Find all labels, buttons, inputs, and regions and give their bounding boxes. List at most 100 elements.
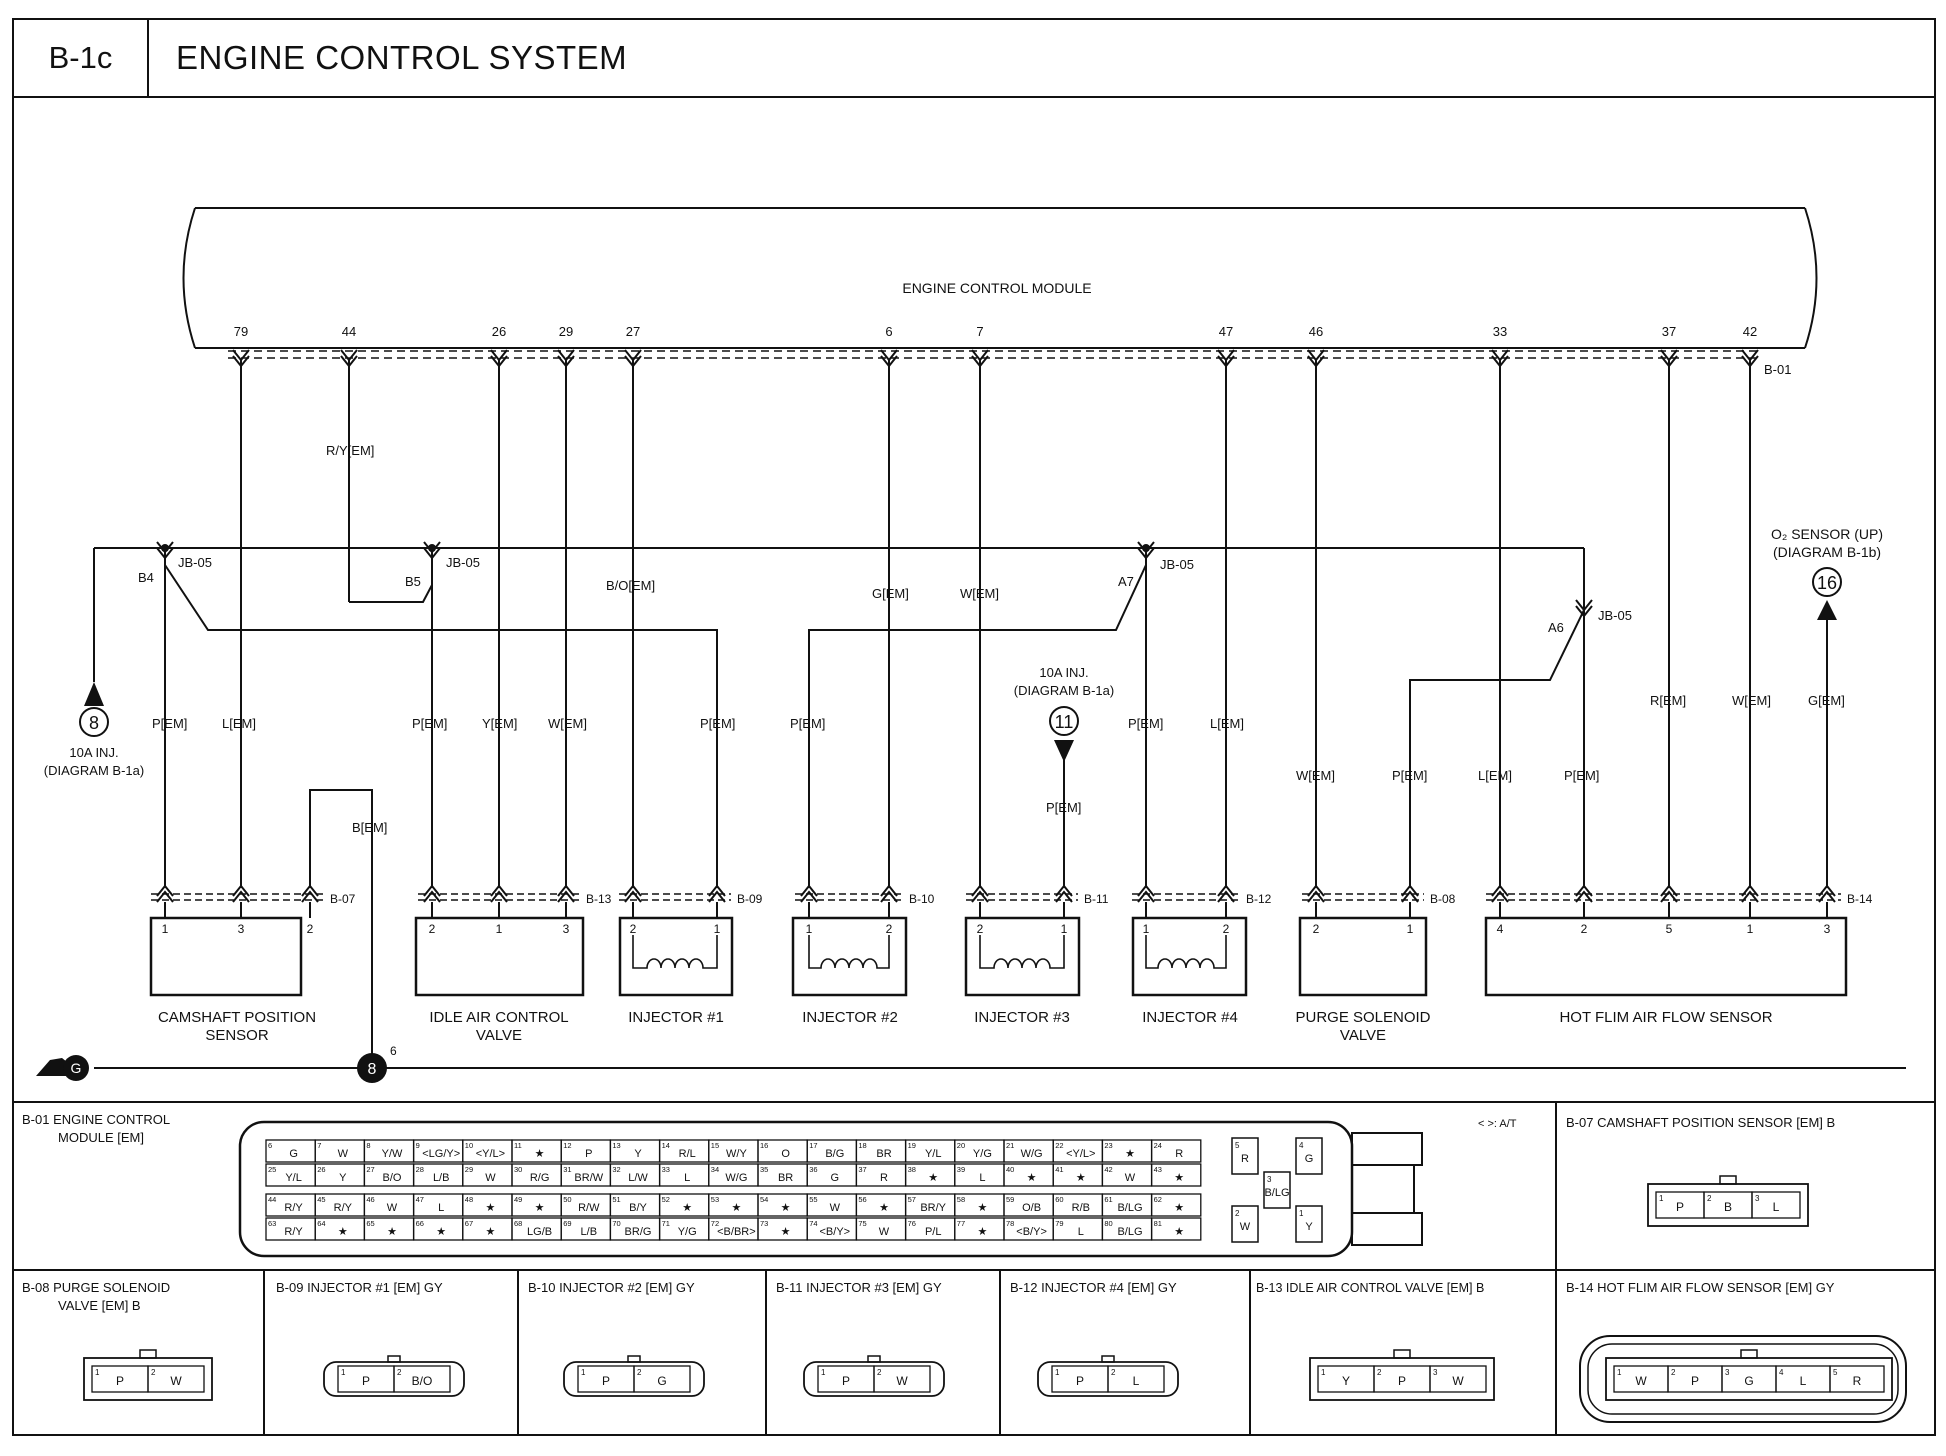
wire-label: W[EM] xyxy=(1732,693,1771,708)
pin-number: 53 xyxy=(711,1195,719,1204)
pin-number: 8 xyxy=(366,1141,370,1150)
ecm-pin-number: 44 xyxy=(342,324,356,339)
pin-number: 31 xyxy=(563,1165,571,1174)
pin-color: Y xyxy=(339,1172,347,1184)
pin-number: 75 xyxy=(858,1219,866,1228)
pin-number: 4 xyxy=(1299,1141,1304,1150)
pin-color: LG/B xyxy=(527,1226,552,1238)
pin-number: 79 xyxy=(1055,1219,1063,1228)
ecm-pin-number: 42 xyxy=(1743,324,1757,339)
pin-color: ★ xyxy=(1076,1172,1086,1184)
pin-color: ★ xyxy=(485,1226,495,1238)
pin-color: ★ xyxy=(781,1202,791,1214)
wire-label: G[EM] xyxy=(872,586,909,601)
legend-title: B-01 ENGINE CONTROL xyxy=(22,1112,170,1127)
pin-color: <B/Y> xyxy=(820,1226,851,1238)
pin-number: 69 xyxy=(563,1219,571,1228)
junction-label: JB-05 xyxy=(1598,608,1632,623)
pin-number: 2 xyxy=(1377,1368,1382,1377)
pin-color: B xyxy=(1724,1200,1732,1214)
pin-number: 7 xyxy=(317,1141,321,1150)
pin-color: L xyxy=(1078,1226,1084,1238)
wire-label: R[EM] xyxy=(1650,693,1686,708)
pin-number: 35 xyxy=(760,1165,768,1174)
pin-color: <B/BR> xyxy=(717,1226,756,1238)
pin-color: BR/Y xyxy=(920,1202,946,1214)
component-label: VALVE xyxy=(1340,1027,1386,1044)
component-pin: 3 xyxy=(238,922,245,936)
pin-color: <B/Y> xyxy=(1016,1226,1047,1238)
pin-number: 3 xyxy=(1725,1368,1730,1377)
pin-number: 60 xyxy=(1055,1195,1063,1204)
wire-label: P[EM] xyxy=(1392,768,1427,783)
title-bar: B-1c ENGINE CONTROL SYSTEM xyxy=(14,20,1934,98)
pin-number: 30 xyxy=(514,1165,522,1174)
legend-title: B-08 PURGE SOLENOID xyxy=(22,1280,170,1295)
svg-text:(DIAGRAM B-1a): (DIAGRAM B-1a) xyxy=(44,763,144,778)
pin-number: 68 xyxy=(514,1219,522,1228)
legend-title: VALVE [EM] B xyxy=(58,1298,141,1313)
pin-color: G xyxy=(1744,1374,1753,1388)
junction-label: A7 xyxy=(1118,574,1134,589)
pin-color: Y/G xyxy=(973,1148,992,1160)
pin-color: L xyxy=(979,1172,985,1184)
wire-label: L[EM] xyxy=(1210,716,1244,731)
pin-number: 9 xyxy=(416,1141,420,1150)
pin-color: P xyxy=(585,1148,592,1160)
diagram-frame: B-1c ENGINE CONTROL SYSTEM xyxy=(12,18,1936,1436)
ecm-pin-number: 46 xyxy=(1309,324,1323,339)
pin-number: 32 xyxy=(612,1165,620,1174)
wire-label: W[EM] xyxy=(1296,768,1335,783)
legend-note: < >: A/T xyxy=(1478,1118,1517,1130)
component-pin: 2 xyxy=(429,922,436,936)
pin-color: <Y/L> xyxy=(476,1148,505,1160)
pin-color: L xyxy=(1800,1374,1807,1388)
pin-color: W xyxy=(1635,1374,1647,1388)
pin-color: ★ xyxy=(977,1202,987,1214)
legend-title: B-09 INJECTOR #1 [EM] GY xyxy=(276,1280,443,1295)
component-label: INJECTOR #3 xyxy=(974,1009,1070,1026)
pin-color: W xyxy=(387,1202,398,1214)
pin-number: 77 xyxy=(957,1219,965,1228)
junction-label: JB-05 xyxy=(1160,557,1194,572)
pin-number: 11 xyxy=(514,1141,522,1150)
ecm-outline xyxy=(182,207,1818,349)
legend-title: B-14 HOT FLIM AIR FLOW SENSOR [EM] GY xyxy=(1566,1280,1835,1295)
component-pin: 1 xyxy=(1061,922,1068,936)
pin-number: 80 xyxy=(1104,1219,1112,1228)
svg-text:G: G xyxy=(71,1060,82,1076)
pin-color: BR/G xyxy=(625,1226,652,1238)
wire-label: P[EM] xyxy=(1046,800,1081,815)
pin-color: O xyxy=(781,1148,790,1160)
pin-number: 24 xyxy=(1154,1141,1162,1150)
wire-label: G[EM] xyxy=(1808,693,1845,708)
diagram-title: ENGINE CONTROL SYSTEM xyxy=(176,39,628,76)
pin-number: 72 xyxy=(711,1219,719,1228)
component-pin: 1 xyxy=(162,922,169,936)
pin-number: 64 xyxy=(317,1219,325,1228)
component-label: INJECTOR #4 xyxy=(1142,1009,1238,1026)
pin-number: 2 xyxy=(637,1368,642,1377)
pin-color: L xyxy=(684,1172,690,1184)
pin-number: 45 xyxy=(317,1195,325,1204)
pin-number: 54 xyxy=(760,1195,768,1204)
pin-color: Y/L xyxy=(925,1148,942,1160)
wire-label: W[EM] xyxy=(960,586,999,601)
pin-color: R/L xyxy=(679,1148,696,1160)
pin-number: 2 xyxy=(397,1368,402,1377)
pin-number: 13 xyxy=(612,1141,620,1150)
pin-number: 2 xyxy=(1671,1368,1676,1377)
pin-color: ★ xyxy=(879,1202,889,1214)
pin-number: 36 xyxy=(809,1165,817,1174)
pin-color: P xyxy=(362,1374,370,1388)
pin-color: ★ xyxy=(1174,1172,1184,1184)
component-label: PURGE SOLENOID xyxy=(1295,1009,1430,1026)
connector-label: B-07 xyxy=(330,892,356,906)
pin-number: 66 xyxy=(416,1219,424,1228)
pin-number: 71 xyxy=(662,1219,670,1228)
pin-color: BR/W xyxy=(574,1172,603,1184)
pin-number: 59 xyxy=(1006,1195,1014,1204)
wire-label: P[EM] xyxy=(1564,768,1599,783)
